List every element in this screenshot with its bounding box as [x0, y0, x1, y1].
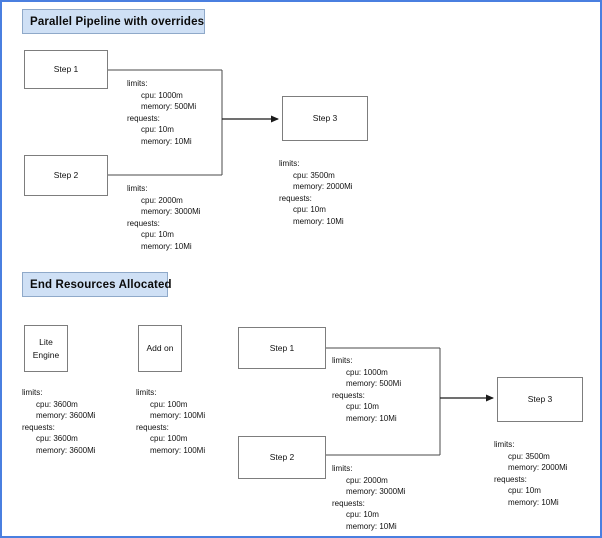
top-node-step3-label: Step 3: [312, 113, 338, 123]
bottom-node-lite-engine-label-line2: Engine: [32, 349, 60, 360]
top-resources-step3: limits: cpu: 3500m memory: 2000Mi reques…: [279, 158, 353, 227]
top-node-step1-label: Step 1: [53, 64, 79, 74]
limits-memory: memory: 500Mi: [346, 379, 402, 388]
requests-label: requests:: [332, 498, 365, 508]
requests-cpu: cpu: 10m: [141, 125, 174, 134]
bottom-resources-lite-engine: limits: cpu: 3600m memory: 3600Mi reques…: [22, 387, 96, 456]
top-node-step3[interactable]: Step 3: [282, 96, 368, 141]
requests-memory: memory: 10Mi: [346, 413, 397, 423]
banner-end-resources-allocated-label: End Resources Allocated: [30, 278, 172, 291]
requests-label: requests:: [22, 422, 55, 432]
top-node-step1[interactable]: Step 1: [24, 50, 108, 89]
limits-cpu: cpu: 3600m: [36, 399, 78, 409]
top-resources-step1: limits: cpu: 1000m memory: 500Mi request…: [127, 78, 196, 147]
bottom-resources-step1: limits: cpu: 1000m memory: 500Mi request…: [332, 355, 401, 424]
limits-cpu: cpu: 1000m: [141, 90, 183, 100]
bottom-node-add-on-label: Add on: [146, 343, 174, 353]
banner-end-resources-allocated: End Resources Allocated: [22, 272, 172, 297]
limits-label: limits:: [127, 184, 148, 193]
requests-label: requests:: [332, 390, 365, 400]
limits-label: limits:: [279, 159, 300, 168]
banner-parallel-pipeline-label: Parallel Pipeline with overrides: [30, 15, 205, 28]
requests-cpu: cpu: 3600m: [36, 434, 78, 443]
limits-memory: memory: 3000Mi: [141, 207, 201, 216]
bottom-node-step3[interactable]: Step 3: [497, 377, 583, 422]
limits-memory: memory: 500Mi: [141, 102, 197, 111]
limits-cpu: cpu: 100m: [150, 399, 188, 409]
limits-memory: memory: 3600Mi: [36, 411, 96, 420]
requests-memory: memory: 100Mi: [150, 445, 206, 455]
top-node-step2[interactable]: Step 2: [24, 155, 108, 196]
bottom-node-step1[interactable]: Step 1: [238, 327, 326, 369]
limits-memory: memory: 100Mi: [150, 411, 206, 420]
bottom-resources-add-on: limits: cpu: 100m memory: 100Mi requests…: [136, 387, 205, 456]
requests-memory: memory: 10Mi: [346, 521, 397, 531]
bottom-resources-step2: limits: cpu: 2000m memory: 3000Mi reques…: [332, 463, 406, 532]
limits-label: limits:: [494, 440, 515, 449]
requests-label: requests:: [136, 422, 169, 432]
bottom-node-step1-label: Step 1: [269, 342, 295, 353]
limits-label: limits:: [22, 388, 43, 397]
limits-cpu: cpu: 3500m: [293, 170, 335, 180]
limits-label: limits:: [332, 356, 353, 365]
requests-memory: memory: 10Mi: [141, 136, 192, 146]
limits-cpu: cpu: 2000m: [346, 475, 388, 485]
limits-cpu: cpu: 1000m: [346, 367, 388, 377]
requests-cpu: cpu: 10m: [141, 230, 174, 239]
bottom-node-step2[interactable]: Step 2: [238, 436, 326, 479]
requests-memory: memory: 10Mi: [141, 241, 192, 251]
requests-cpu: cpu: 10m: [346, 402, 379, 411]
requests-label: requests:: [127, 113, 160, 123]
requests-cpu: cpu: 10m: [346, 510, 379, 519]
bottom-node-lite-engine-label-line1: Lite: [39, 336, 53, 347]
requests-memory: memory: 10Mi: [508, 497, 559, 507]
limits-memory: memory: 2000Mi: [508, 463, 568, 472]
bottom-node-step3-label: Step 3: [527, 394, 553, 404]
banner-parallel-pipeline: Parallel Pipeline with overrides: [22, 9, 205, 34]
limits-cpu: cpu: 3500m: [508, 451, 550, 461]
limits-memory: memory: 3000Mi: [346, 487, 406, 496]
limits-label: limits:: [332, 464, 353, 473]
requests-label: requests:: [127, 218, 160, 228]
bottom-resources-step3: limits: cpu: 3500m memory: 2000Mi reques…: [494, 439, 568, 508]
top-resources-step2: limits: cpu: 2000m memory: 3000Mi reques…: [127, 183, 201, 252]
requests-cpu: cpu: 100m: [150, 434, 188, 443]
bottom-node-lite-engine[interactable]: Lite Engine: [24, 325, 68, 372]
limits-label: limits:: [127, 79, 148, 88]
requests-cpu: cpu: 10m: [293, 205, 326, 214]
requests-memory: memory: 10Mi: [293, 216, 344, 226]
top-node-step2-label: Step 2: [53, 170, 79, 180]
requests-label: requests:: [494, 474, 527, 484]
requests-memory: memory: 3600Mi: [36, 445, 96, 455]
bottom-node-add-on[interactable]: Add on: [138, 325, 182, 372]
requests-label: requests:: [279, 193, 312, 203]
limits-cpu: cpu: 2000m: [141, 195, 183, 205]
limits-memory: memory: 2000Mi: [293, 182, 353, 191]
requests-cpu: cpu: 10m: [508, 486, 541, 495]
limits-label: limits:: [136, 388, 157, 397]
bottom-node-step2-label: Step 2: [269, 452, 295, 462]
